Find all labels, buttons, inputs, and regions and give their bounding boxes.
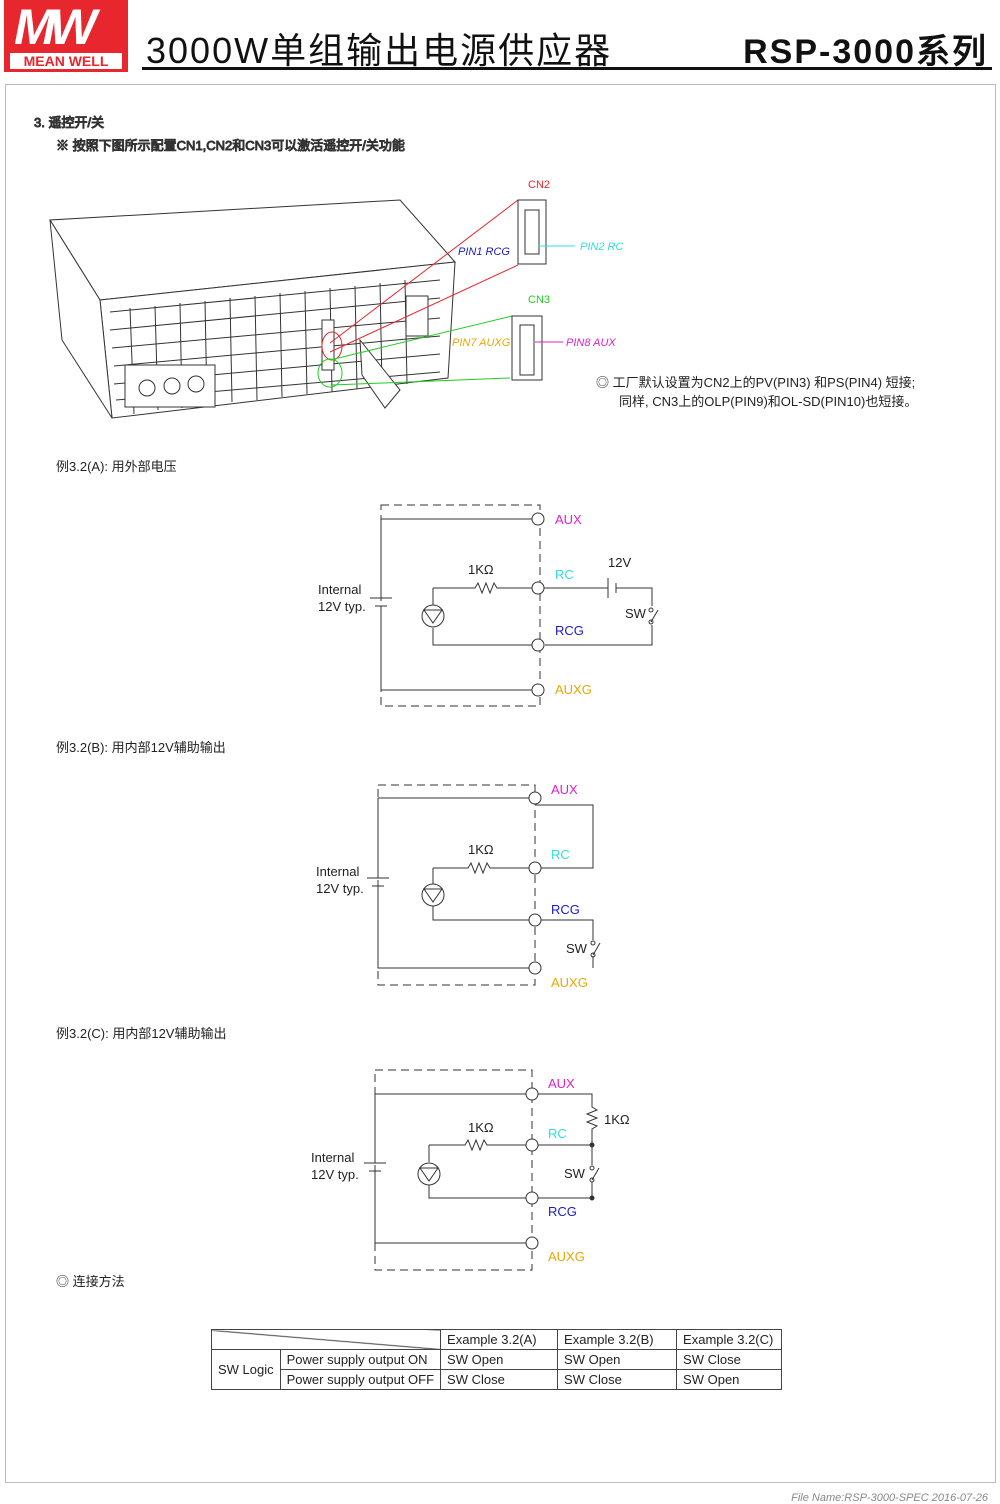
label-12v: 12V [608,555,631,570]
label-rcg: RCG [548,1204,577,1219]
label-rc: RC [555,567,574,582]
connection-method-label: ◎ 连接方法 [56,1274,125,1289]
label-auxg: AUXG [555,682,592,697]
cn2-callout: CN2 PIN1 RCG PIN2 RC [321,179,623,361]
table-header: Example 3.2(A) [440,1329,559,1350]
label-internal: Internal [311,1150,354,1165]
table-cell: SW Open [676,1369,783,1390]
sw-logic-table: Example 3.2(A) Example 3.2(B) Example 3.… [210,1329,783,1390]
label-aux: AUX [555,512,582,527]
pin2-label: PIN2 RC [580,241,623,253]
circuit-example-c [364,1069,600,1271]
pin1-label: PIN1 RCG [458,246,510,258]
label-aux: AUX [551,782,578,797]
label-typ: 12V typ. [316,881,364,896]
label-rcg: RCG [555,623,584,638]
table-cell: SW Open [557,1349,678,1370]
label-sw: SW [564,1166,586,1181]
table-row: SW Logic Power supply output ON SW Open … [211,1349,783,1390]
label-rc: RC [551,847,570,862]
table-cell: SW Close [440,1369,559,1390]
row-label: Power supply output OFF [279,1369,442,1390]
table-header: Example 3.2(B) [557,1329,678,1350]
example-c-caption: 例3.2(C): 用内部12V辅助输出 [56,1026,226,1041]
example-a-caption: 例3.2(A): 用外部电压 [56,459,177,474]
label-rcg: RCG [551,902,580,917]
table-header-row: Example 3.2(A) Example 3.2(B) Example 3.… [210,1329,783,1350]
table-cell: SW Open [440,1349,559,1370]
cn3-label: CN3 [528,294,550,306]
label-resistor: 1KΩ [468,562,494,577]
table-cell: SW Close [557,1369,678,1390]
label-rc: RC [548,1126,567,1141]
factory-note-2: 同样, CN3上的OLP(PIN9)和OL-SD(PIN10)也短接。 [619,394,917,409]
header-rule [142,67,992,70]
logo-name: MEAN WELL [10,53,122,69]
table-corner-cell [210,1329,442,1350]
label-sw: SW [566,941,588,956]
pin7-label: PIN7 AUXG [452,337,511,349]
psu-illustration [49,199,457,419]
content-frame [5,84,996,1483]
label-resistor: 1KΩ [468,842,494,857]
mean-well-logo: MW MEAN WELL [4,0,128,72]
circuit-example-b [367,784,601,986]
row-group-label: SW Logic [211,1349,281,1390]
label-internal: Internal [318,582,361,597]
pin8-label: PIN8 AUX [566,337,616,349]
label-typ: 12V typ. [311,1167,359,1182]
label-internal: Internal [316,864,359,879]
label-typ: 12V typ. [318,599,366,614]
row-label: Power supply output ON [279,1349,442,1370]
cn3-callout: CN3 PIN7 AUXG PIN8 AUX [317,294,616,388]
example-b-caption: 例3.2(B): 用内部12V辅助输出 [56,740,226,755]
page-title: 3000W单组输出电源供应器 [146,30,613,71]
logo-mark: MW [14,0,97,55]
section-note: ※ 按照下图所示配置CN1,CN2和CN3可以激活遥控开/关功能 [56,138,405,153]
table-header: Example 3.2(C) [676,1329,783,1350]
cn2-label: CN2 [528,179,550,191]
label-sw: SW [625,606,647,621]
section-heading: 3. 遥控开/关 [34,115,104,130]
label-auxg: AUXG [551,975,588,990]
circuit-example-a [370,504,659,707]
label-resistor-2: 1KΩ [604,1112,630,1127]
factory-note-1: ◎ 工厂默认设置为CN2上的PV(PIN3) 和PS(PIN4) 短接; [596,375,915,390]
table-cell: SW Close [676,1349,783,1370]
label-resistor: 1KΩ [468,1120,494,1135]
table-row: Power supply output OFF SW Close SW Clos… [212,1369,783,1390]
terminal-icons [531,512,545,697]
file-name-footer: File Name:RSP-3000-SPEC 2016-07-26 [791,1492,988,1504]
series-title: RSP-3000系列 [743,33,988,71]
label-aux: AUX [548,1076,575,1091]
label-auxg: AUXG [548,1249,585,1264]
